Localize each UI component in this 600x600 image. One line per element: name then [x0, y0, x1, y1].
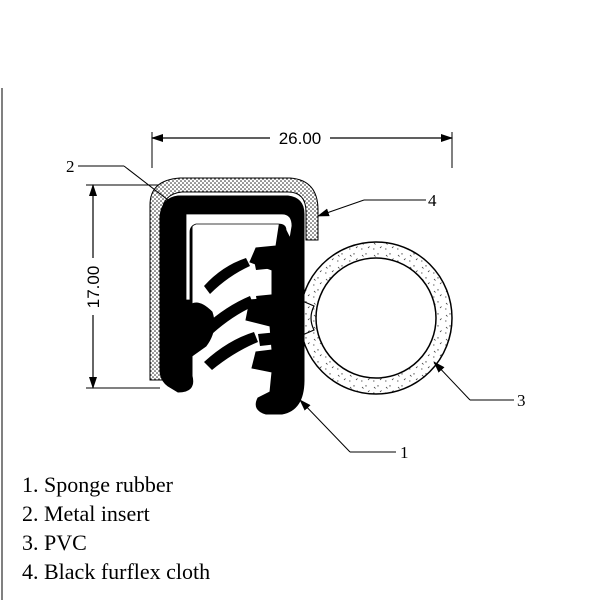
- callout-2: 2: [66, 157, 169, 201]
- callout-3: 3: [433, 361, 526, 410]
- rubber-u-profile: [159, 195, 305, 415]
- callout-4: 4: [317, 191, 437, 217]
- callout-1-label: 1: [400, 443, 409, 462]
- metal-insert: [185, 213, 293, 301]
- height-dimension: 17.00: [84, 184, 160, 389]
- height-dimension-label: 17.00: [84, 266, 103, 309]
- legend-item: 2. Metal insert: [22, 501, 150, 526]
- flock-cloth-layer: [149, 177, 319, 381]
- callout-2-label: 2: [66, 157, 75, 176]
- width-dimension: 26.00: [151, 129, 453, 168]
- legend-item: 4. Black furflex cloth: [22, 559, 211, 584]
- legend-item: 1. Sponge rubber: [22, 472, 173, 497]
- callout-3-label: 3: [517, 391, 526, 410]
- callout-1: 1: [299, 399, 409, 462]
- width-dimension-label: 26.00: [279, 129, 322, 148]
- bulb-ring: [295, 241, 453, 395]
- callout-4-label: 4: [428, 191, 437, 210]
- material-legend: 1. Sponge rubber 2. Metal insert 3. PVC …: [22, 470, 210, 586]
- legend-item: 3. PVC: [22, 530, 87, 555]
- gripping-fins: [204, 256, 278, 370]
